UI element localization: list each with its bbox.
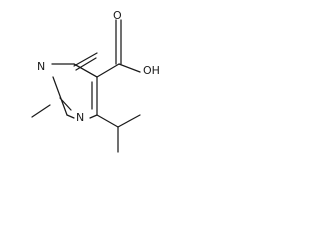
bond-c6-n1: [73, 52, 98, 67]
atom-o-carbonyl-label: O: [113, 9, 122, 22]
bond-c2-methyl: [31, 104, 51, 118]
bond-c4-isopropyl: [96, 114, 119, 128]
atom-oh-label: OH: [143, 64, 160, 77]
atom-n1-label: N: [37, 60, 45, 73]
bond-c6-n1-inner: [75, 57, 97, 71]
bond-carboxyl-oh: [118, 63, 141, 73]
chemical-structure: N N O OH: [31, 9, 160, 153]
bond-n3-c4: [89, 114, 98, 119]
bond-ring-top-right: [73, 63, 98, 78]
bond-isopropyl-right: [117, 114, 141, 128]
bond-c2-n3: [66, 114, 75, 119]
bond-c2-n3-inner: [59, 97, 72, 111]
bond-n1-c2: [52, 76, 68, 116]
atom-n3-label: N: [76, 111, 84, 124]
bond-c5-carboxyl: [96, 63, 120, 78]
